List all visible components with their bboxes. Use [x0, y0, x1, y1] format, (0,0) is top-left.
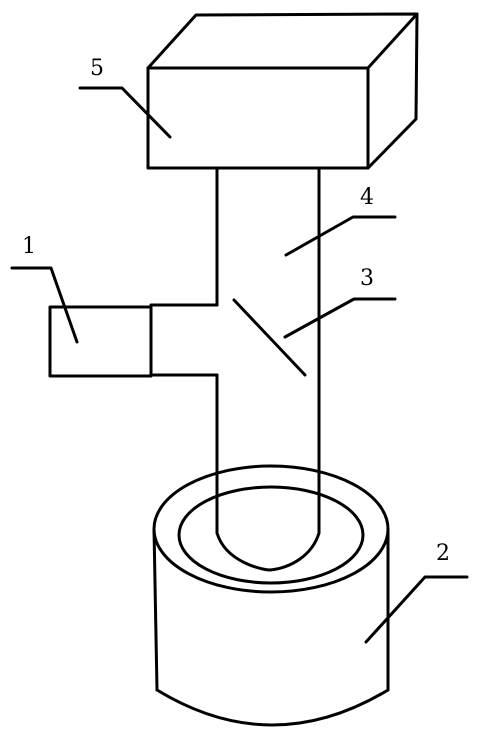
label-1: 1: [22, 234, 36, 259]
leader-lines: [10, 86, 469, 644]
column-bottom-curve: [215, 531, 321, 572]
indicator-line-3: [232, 298, 307, 377]
side-box-outline: [48, 305, 153, 378]
label-3: 3: [360, 266, 374, 291]
leader-line-3: [283, 297, 397, 339]
leader-line-2: [364, 575, 469, 644]
cylinder-base: [152, 464, 390, 727]
label-2: 2: [436, 541, 450, 566]
leader-line-5: [78, 86, 172, 139]
side-box: [48, 305, 153, 378]
label-5: 5: [90, 56, 104, 81]
top-box-top-face: [146, 12, 419, 70]
cylinder-top-outer-rim: [152, 464, 390, 594]
top-box-side-face: [366, 12, 419, 170]
leader-line-4: [284, 215, 397, 257]
top-box-front-face: [146, 66, 370, 170]
leader-line-1: [10, 266, 79, 344]
cylinder-left-side: [152, 527, 159, 692]
label-4: 4: [360, 185, 374, 210]
cylinder-bottom-edge: [155, 688, 390, 727]
column: [149, 166, 321, 572]
top-box: [146, 12, 419, 170]
cylinder-top-inner-rim: [177, 485, 365, 585]
